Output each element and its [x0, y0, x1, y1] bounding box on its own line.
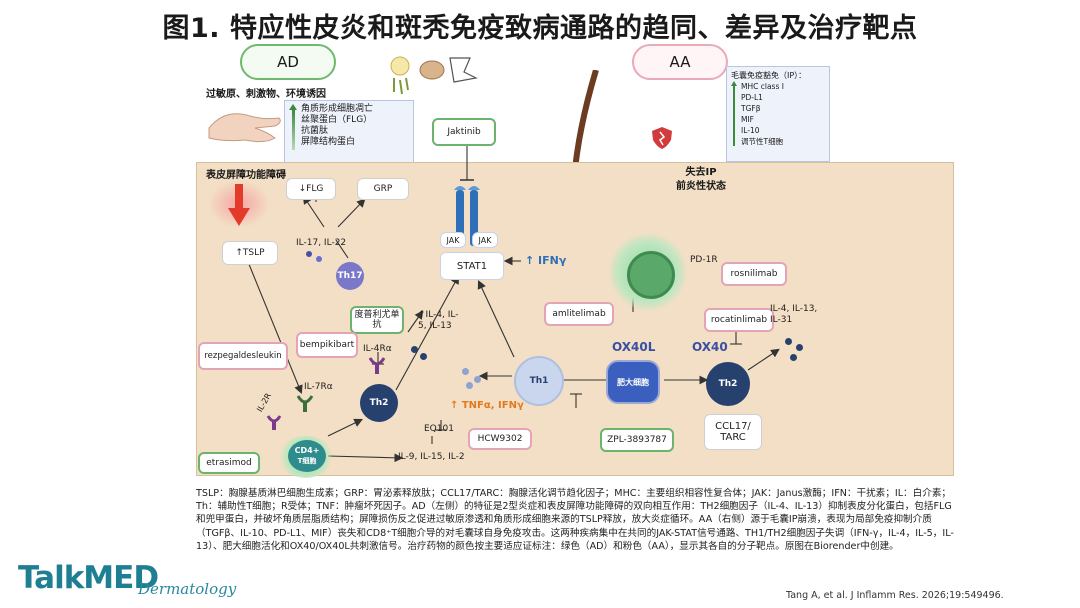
- cytokine-dot: [462, 368, 469, 375]
- il7ra-label: IL-7Rα: [304, 382, 333, 392]
- il17-22-label: IL-17, IL-22: [296, 238, 347, 248]
- drug-bempikibart: bempikibart: [296, 332, 358, 358]
- ip-item: TGFβ: [741, 104, 761, 113]
- pd1r-label: PD-1R: [690, 255, 718, 265]
- allergens-icon: [390, 56, 478, 95]
- drug-amlitelimab: amlitelimab: [544, 302, 614, 326]
- red-down-arrow-icon: [228, 184, 250, 226]
- ad-label: AD: [240, 44, 336, 80]
- talkmed-logo: TalkMED: [18, 560, 159, 596]
- figure-caption: TSLP：胸腺基质淋巴细胞生成素；GRP：胃泌素释放肽；CCL17/TARC：胸…: [196, 487, 954, 553]
- ip-item: IL-10: [741, 126, 760, 135]
- citation: Tang A, et al. J Inflamm Res. 2026;19:54…: [786, 590, 1004, 601]
- down-arrow-icon: [289, 104, 297, 150]
- cytokine-dot: [306, 251, 312, 257]
- il9-15-2-label: IL-9, IL-15, IL-2: [398, 452, 465, 462]
- il4-5-13-label: ↑IL-4, IL-5, IL-13: [418, 310, 459, 331]
- tslp-node: ↑TSLP: [222, 241, 278, 265]
- cytokine-dot: [790, 354, 797, 361]
- cytokine-dot: [785, 338, 792, 345]
- ip-item: 调节性T细胞: [741, 137, 784, 146]
- jak-right: JAK: [472, 232, 498, 248]
- ifng-label: ↑ IFNγ: [525, 254, 567, 267]
- il4-13-31-label: IL-4, IL-13, IL-31: [770, 304, 818, 325]
- il7ra-receptor-icon: [296, 395, 314, 412]
- ip-item: PD-L1: [741, 93, 763, 102]
- il2r-receptor-icon: [266, 415, 282, 430]
- cytokine-dot: [420, 353, 427, 360]
- barrier-item: 丝聚蛋白（FLG）: [301, 115, 373, 125]
- hand-icon: [208, 113, 281, 143]
- barrier-dysfunction-label: 表皮屏障功能障碍: [206, 170, 286, 181]
- th1-cell: Th1: [514, 356, 564, 406]
- triggers-label: 过敏原、刺激物、环境诱因: [206, 89, 326, 100]
- drug-rezpegaldesleukin: rezpegaldesleukin: [198, 342, 288, 370]
- cytokine-dot: [796, 344, 803, 351]
- loss-ip-label: 失去IP 前炎性状态: [676, 166, 726, 194]
- cytokine-dot: [466, 382, 473, 389]
- drug-etrasimod: etrasimod: [198, 452, 260, 474]
- ox40l-label: OX40L: [612, 340, 656, 354]
- ox40-label: OX40: [692, 340, 728, 354]
- jak-left: JAK: [440, 232, 466, 248]
- il4ra-receptor-icon: [368, 357, 386, 374]
- page-title: 图1. 特应性皮炎和斑秃免疫致病通路的趋同、差异及治疗靶点: [162, 13, 918, 44]
- up-arrow-icon: [731, 81, 737, 147]
- cytotoxic-t-cell: [627, 251, 675, 299]
- drug-rosnilimab: rosnilimab: [721, 262, 787, 286]
- mast-cell: 肥大细胞: [606, 360, 660, 404]
- th2-cell-left: Th2: [360, 384, 398, 422]
- cytokine-dot: [316, 256, 322, 262]
- cd4-t-cell: CD4+ T细胞: [288, 440, 326, 472]
- stat1-node: STAT1: [440, 252, 504, 280]
- tnfa-ifng-text: ↑ TNFα, IFNγ: [450, 400, 524, 411]
- th2-cell-right: Th2: [706, 362, 750, 406]
- drug-jaktinib: Jaktinib: [432, 118, 496, 146]
- barrier-item: 角质形成细胞凋亡: [301, 104, 374, 114]
- broken-shield-icon: [652, 127, 672, 149]
- immune-privilege-box: 毛囊免疫豁免（IP）： MHC class I PD-L1 TGFβ MIF I…: [726, 66, 830, 162]
- cd4-text: CD4+: [294, 446, 320, 455]
- barrier-item: 屏障结构蛋白: [301, 137, 356, 147]
- ccl17-tarc: CCL17/ TARC: [704, 414, 762, 450]
- barrier-item: 抗菌肽: [301, 126, 329, 136]
- caption-text: TSLP：胸腺基质淋巴细胞生成素；GRP：胃泌素释放肽；CCL17/TARC：胸…: [196, 488, 954, 552]
- cytokine-dot: [411, 346, 418, 353]
- tnfa-ifng-label: ↑ TNFα, IFNγ: [450, 400, 524, 411]
- cd4-sub-text: T细胞: [297, 457, 317, 465]
- drug-hcw9302: HCW9302: [468, 428, 532, 450]
- drug-zpl-3893787: ZPL-3893787: [600, 428, 674, 452]
- talkmed-sub: Dermatology: [138, 580, 237, 598]
- barrier-protein-box: 角质形成细胞凋亡 丝聚蛋白（FLG） 抗菌肽 屏障结构蛋白: [284, 100, 414, 164]
- cytokine-dot: [474, 376, 481, 383]
- loss-ip-text: 失去IP: [685, 167, 717, 178]
- grp-node: GRP: [357, 178, 409, 200]
- flg-node: ↓FLG: [286, 178, 336, 200]
- proinflammatory-text: 前炎性状态: [676, 181, 726, 192]
- ip-item: MIF: [741, 115, 754, 124]
- drug-eq101: EQ101: [424, 424, 454, 434]
- ip-item: MHC class I: [741, 82, 784, 91]
- drug-rocatinlimab: rocatinlimab: [704, 308, 774, 332]
- aa-label: AA: [632, 44, 728, 80]
- il4ra-label: IL-4Rα: [363, 344, 392, 354]
- ip-box-title: 毛囊免疫豁免（IP）：: [731, 71, 807, 80]
- drug-dupilumab: 度普利尤单抗: [350, 306, 404, 334]
- th17-cell: Th17: [336, 262, 364, 290]
